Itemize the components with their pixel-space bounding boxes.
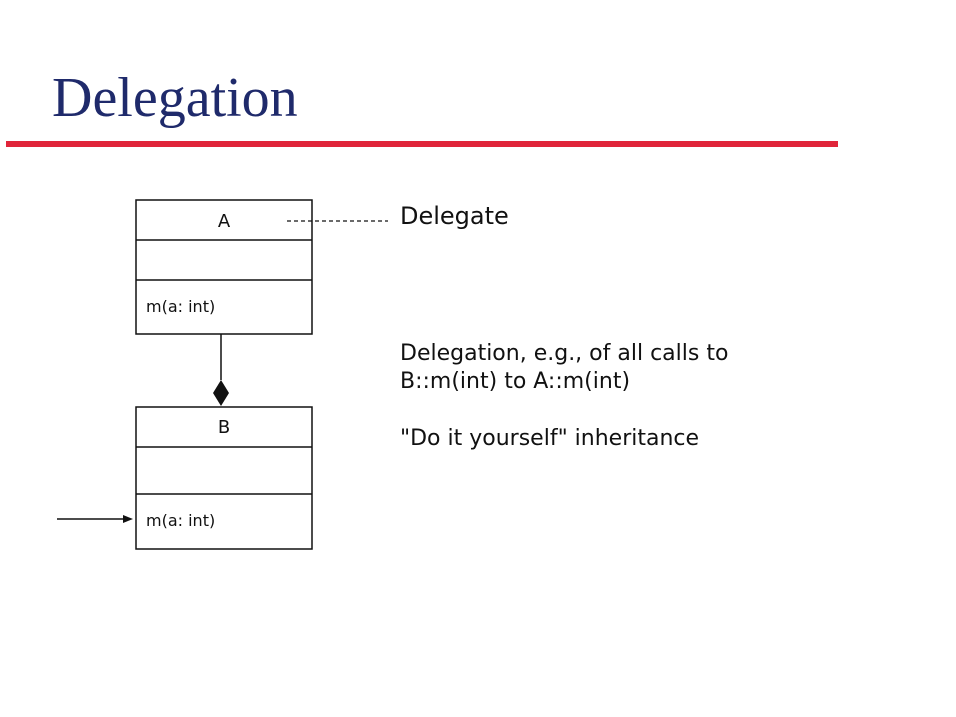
title-underline	[6, 141, 838, 147]
class-a-box: A m(a: int)	[135, 199, 313, 335]
note-line-2: B::m(int) to A::m(int)	[400, 369, 631, 394]
note-line-3: "Do it yourself" inheritance	[400, 426, 700, 451]
delegate-label: Delegate	[400, 202, 509, 230]
class-b-operation: m(a: int)	[146, 511, 215, 530]
note-line-1: Delegation, e.g., of all calls to	[400, 341, 729, 366]
class-b-box: B m(a: int)	[135, 406, 313, 550]
slide-title: Delegation	[52, 67, 298, 129]
class-a-name: A	[218, 211, 231, 232]
aggregation-diamond	[213, 380, 229, 406]
class-b-name: B	[218, 417, 230, 438]
incoming-call-arrow	[57, 515, 133, 523]
class-a-operation: m(a: int)	[146, 297, 215, 316]
